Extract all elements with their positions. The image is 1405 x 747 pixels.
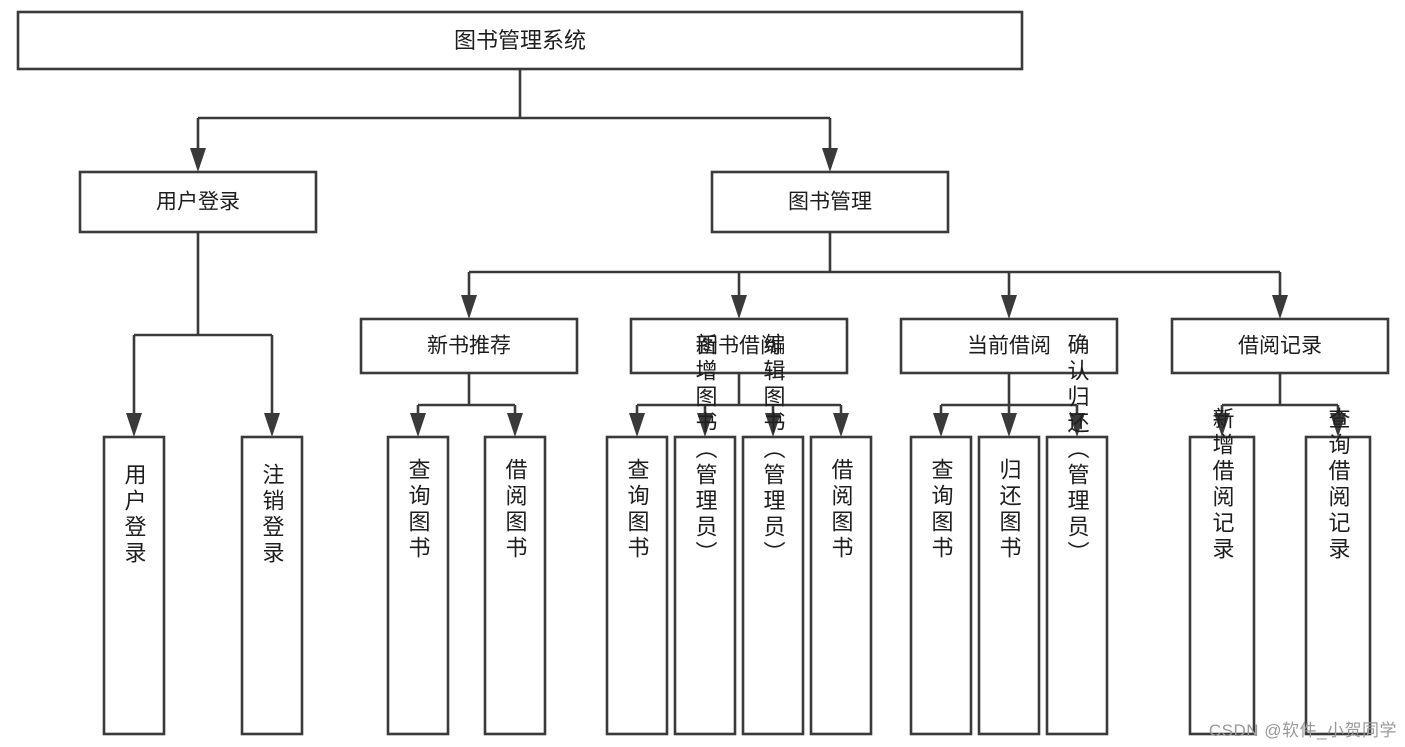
node-book-management-label: 图书管理	[788, 191, 872, 214]
node-user-login-label: 用户登录	[156, 191, 240, 214]
leaf-borrow-record-add-label: 新增借阅记录	[1210, 407, 1235, 563]
node-current-borrow[interactable]: 当前借阅	[899, 317, 1119, 375]
node-user-login[interactable]: 用户登录	[78, 170, 318, 234]
leaf-current-borrow-return[interactable]: 归还图书	[977, 435, 1041, 736]
node-root-label: 图书管理系统	[454, 28, 586, 53]
leaf-new-book-borrow[interactable]: 借阅图书	[483, 435, 547, 736]
leaf-book-borrow-borrow-label: 借阅图书	[829, 458, 854, 562]
leaf-current-borrow-confirm-return-label: 确认归还（管理员）	[1065, 333, 1090, 567]
node-book-borrow[interactable]: 图书借阅	[629, 317, 849, 375]
connector-currentborrow-to-leaves	[933, 373, 1085, 437]
leaf-borrow-record-query[interactable]: 查询借阅记录	[1304, 407, 1372, 736]
leaf-new-book-query-label: 查询图书	[406, 458, 431, 562]
node-book-borrow-label: 图书借阅	[697, 335, 781, 358]
leaf-book-borrow-add-label: 新增图书（管理员）	[693, 333, 718, 567]
node-borrow-record[interactable]: 借阅记录	[1170, 317, 1390, 375]
connector-borrowrecord-to-leaves	[1214, 373, 1346, 437]
leaf-current-borrow-return-label: 归还图书	[997, 458, 1022, 562]
leaf-user-login-logout[interactable]: 注销登录	[240, 435, 304, 736]
leaf-book-borrow-query[interactable]: 查询图书	[605, 435, 669, 736]
leaf-book-borrow-edit-label: 编辑图书（管理员）	[761, 333, 786, 567]
connector-bookmgmt-to-level3	[461, 232, 1288, 319]
leaf-current-borrow-query-label: 查询图书	[929, 458, 954, 562]
leaf-book-borrow-edit[interactable]: 编辑图书（管理员）	[741, 333, 805, 736]
node-current-borrow-label: 当前借阅	[967, 335, 1051, 358]
leaf-user-login-logout-label: 注销登录	[260, 463, 285, 567]
leaf-borrow-record-add[interactable]: 新增借阅记录	[1188, 407, 1256, 736]
leaf-user-login-login[interactable]: 用户登录	[102, 435, 166, 736]
leaf-user-login-login-label: 用户登录	[122, 463, 147, 567]
node-root-book-management-system[interactable]: 图书管理系统	[16, 10, 1024, 71]
leaf-new-book-borrow-label: 借阅图书	[503, 458, 528, 562]
leaf-current-borrow-query[interactable]: 查询图书	[909, 435, 973, 736]
node-book-management[interactable]: 图书管理	[710, 170, 950, 234]
connector-newbook-to-leaves	[410, 373, 523, 437]
node-borrow-record-label: 借阅记录	[1238, 335, 1322, 358]
node-new-book-recommend[interactable]: 新书推荐	[359, 317, 579, 375]
leaf-new-book-query[interactable]: 查询图书	[386, 435, 450, 736]
connector-userlogin-to-leaves	[126, 232, 280, 437]
leaf-borrow-record-query-label: 查询借阅记录	[1326, 407, 1351, 563]
node-new-book-recommend-label: 新书推荐	[427, 335, 511, 358]
connector-bookborrow-to-leaves	[629, 373, 849, 437]
leaf-current-borrow-confirm-return[interactable]: 确认归还（管理员）	[1045, 333, 1109, 736]
leaf-book-borrow-query-label: 查询图书	[625, 458, 650, 562]
leaf-book-borrow-add[interactable]: 新增图书（管理员）	[673, 333, 737, 736]
leaf-book-borrow-borrow[interactable]: 借阅图书	[809, 435, 873, 736]
connector-root-to-level2	[190, 69, 838, 172]
